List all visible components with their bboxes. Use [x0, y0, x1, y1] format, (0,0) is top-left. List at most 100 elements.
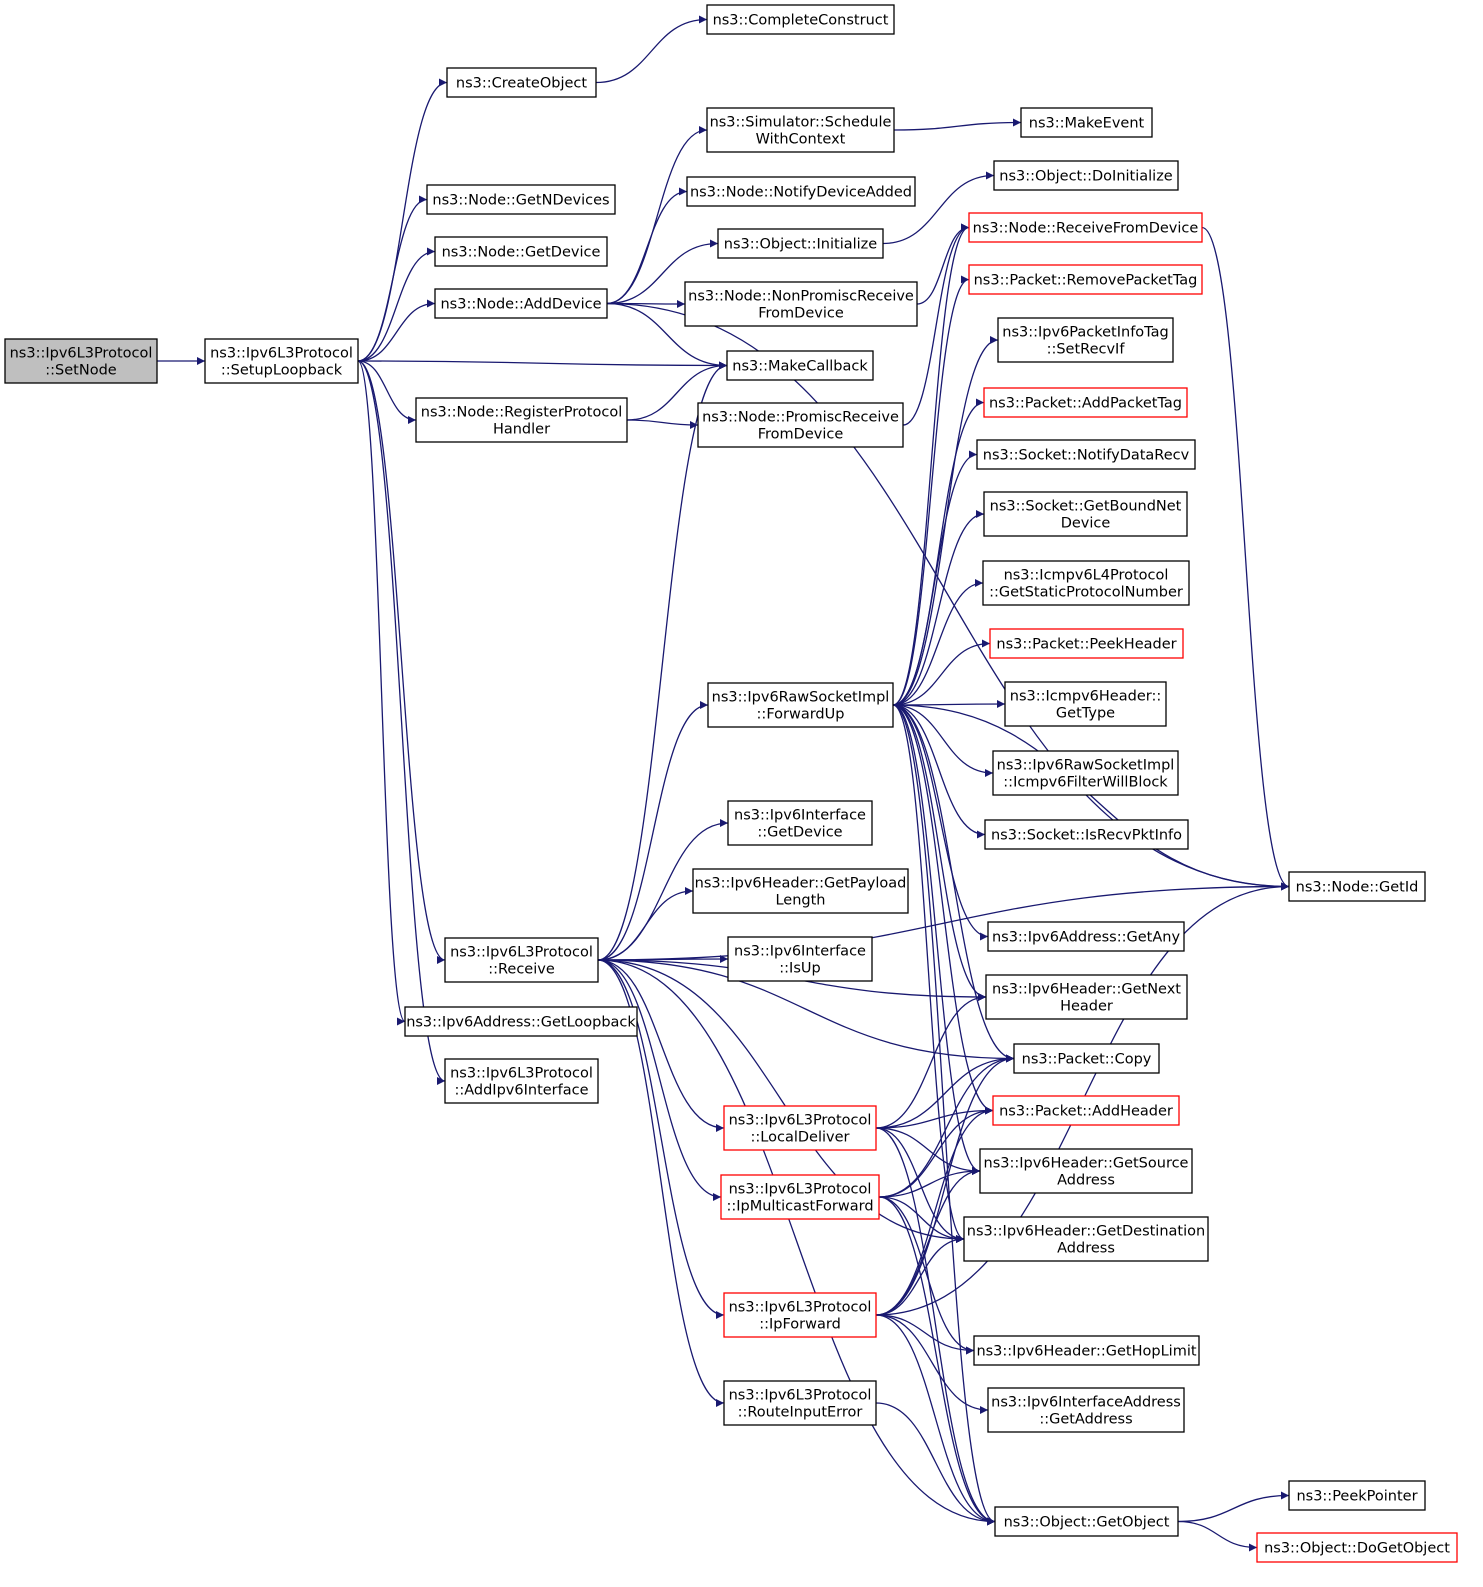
node-isup[interactable]: ns3::Ipv6Interface::IsUp [727, 936, 873, 982]
node-label: ns3::Ipv6L3Protocol [729, 1388, 872, 1404]
node-box [973, 1335, 1200, 1366]
node-ifaddrgetaddress[interactable]: ns3::Ipv6InterfaceAddress::GetAddress [987, 1387, 1185, 1433]
node-peekheader[interactable]: ns3::Packet::PeekHeader [989, 628, 1184, 659]
node-getdevice[interactable]: ns3::Node::GetDevice [434, 236, 608, 267]
node-label: ns3::Ipv6L3Protocol [450, 1066, 593, 1082]
node-addpackettag[interactable]: ns3::Packet::AddPacketTag [983, 387, 1188, 418]
node-forwardup[interactable]: ns3::Ipv6RawSocketImpl::ForwardUp [707, 682, 894, 728]
node-receivefromdevice[interactable]: ns3::Node::ReceiveFromDevice [968, 212, 1203, 243]
node-label: ns3::Socket::NotifyDataRecv [983, 448, 1190, 464]
node-box [444, 937, 599, 983]
node-box [720, 1174, 880, 1220]
node-label: ns3::CompleteConstruct [713, 13, 889, 29]
edge-forwardup-to-receivefromdevice [892, 223, 970, 706]
node-label: ns3::Ipv6L3Protocol [729, 1300, 872, 1316]
node-ifgetdevice[interactable]: ns3::Ipv6Interface::GetDevice [727, 800, 873, 846]
node-peekpointer[interactable]: ns3::PeekPointer [1288, 1480, 1426, 1511]
node-label: ns3::Ipv6Address::GetLoopback [406, 1015, 636, 1031]
edge-setuploopback-to-makecallback [357, 360, 728, 370]
node-getany[interactable]: ns3::Ipv6Address::GetAny [987, 921, 1185, 952]
edge-schedulewithcontext-to-makeevent [893, 118, 1022, 131]
node-dogetobject[interactable]: ns3::Object::DoGetObject [1256, 1532, 1458, 1563]
node-label: ns3::Packet::AddHeader [999, 1104, 1173, 1120]
node-routeinputerror[interactable]: ns3::Ipv6L3Protocol::RouteInputError [723, 1380, 877, 1426]
node-packetcopy[interactable]: ns3::Packet::Copy [1013, 1043, 1160, 1074]
node-getndevices[interactable]: ns3::Node::GetNDevices [426, 184, 616, 215]
node-label: ns3::Object::GetObject [1004, 1515, 1170, 1531]
node-box [444, 1058, 599, 1104]
node-gettype[interactable]: ns3::Icmpv6Header::GetType [1004, 681, 1167, 727]
node-ipforward[interactable]: ns3::Ipv6L3Protocol::IpForward [723, 1292, 877, 1338]
edge-forwardup-to-peekheader [892, 639, 991, 706]
node-addipv6interface[interactable]: ns3::Ipv6L3Protocol::AddIpv6Interface [444, 1058, 599, 1104]
node-box [994, 1506, 1179, 1537]
node-addheader[interactable]: ns3::Packet::AddHeader [992, 1095, 1180, 1126]
node-box [404, 1006, 638, 1037]
node-receive[interactable]: ns3::Ipv6L3Protocol::Receive [444, 937, 599, 983]
edge-forwardup-to-addpackettag [892, 398, 985, 706]
node-box [707, 682, 894, 728]
node-makecallback[interactable]: ns3::MakeCallback [726, 350, 874, 381]
node-notifydatarecv[interactable]: ns3::Socket::NotifyDataRecv [976, 439, 1196, 470]
node-objinitialize[interactable]: ns3::Object::Initialize [717, 228, 884, 259]
node-localdeliver[interactable]: ns3::Ipv6L3Protocol::LocalDeliver [723, 1105, 877, 1151]
edge-adddevice-to-notifydeviceadded [606, 187, 688, 305]
edge-receive-to-getpayloadlength [597, 887, 694, 961]
node-isrecvpktinfo[interactable]: ns3::Socket::IsRecvPktInfo [984, 819, 1189, 850]
node-label: ns3::Ipv6L3Protocol [210, 346, 353, 362]
edge-registerprotocolhandler-to-promisc [626, 419, 699, 429]
node-notifydeviceadded[interactable]: ns3::Node::NotifyDeviceAdded [686, 176, 916, 207]
edge-localdeliver-to-getsourceaddress [875, 1127, 981, 1175]
node-box [968, 264, 1203, 295]
edge-localdeliver-to-addheader [875, 1106, 994, 1129]
edge-receive-to-forwardup [597, 701, 709, 961]
node-makeevent[interactable]: ns3::MakeEvent [1020, 107, 1153, 138]
node-box [984, 819, 1189, 850]
node-setuploopback[interactable]: ns3::Ipv6L3Protocol::SetupLoopback [204, 338, 359, 384]
node-nodegetid[interactable]: ns3::Node::GetId [1288, 871, 1426, 902]
node-createobject[interactable]: ns3::CreateObject [446, 67, 597, 98]
node-completeconstruct[interactable]: ns3::CompleteConstruct [706, 4, 895, 35]
node-removepackettag[interactable]: ns3::Packet::RemovePacketTag [968, 264, 1203, 295]
edge-routeinputerror-to-getobject [875, 1402, 996, 1526]
node-box [723, 1380, 877, 1426]
node-getobject[interactable]: ns3::Object::GetObject [994, 1506, 1179, 1537]
node-label: ns3::Node::AddDevice [440, 297, 601, 313]
edge-localdeliver-to-packetcopy [875, 1054, 1015, 1129]
node-label: ns3::Ipv6InterfaceAddress [991, 1395, 1181, 1411]
node-label: WithContext [756, 132, 846, 148]
edge-setuploopback-to-getndevices [357, 195, 428, 362]
node-box [415, 397, 628, 443]
node-label: ns3::Packet::PeekHeader [996, 637, 1176, 653]
node-label: GetType [1056, 706, 1115, 722]
node-box [982, 560, 1190, 606]
node-getstaticprotocolnumber[interactable]: ns3::Icmpv6L4Protocol::GetStaticProtocol… [982, 560, 1190, 606]
node-label: ns3::PeekPointer [1296, 1489, 1417, 1505]
node-label: ::IpMulticastForward [726, 1199, 873, 1215]
node-label: ns3::Node::NonPromiscReceive [688, 289, 914, 305]
node-getloopback[interactable]: ns3::Ipv6Address::GetLoopback [404, 1006, 638, 1037]
node-setrecvif[interactable]: ns3::Ipv6PacketInfoTag::SetRecvIf [997, 317, 1174, 363]
node-label: ::IpForward [759, 1317, 841, 1333]
node-gethoplimit[interactable]: ns3::Ipv6Header::GetHopLimit [973, 1335, 1200, 1366]
node-doinitialize[interactable]: ns3::Object::DoInitialize [993, 160, 1179, 191]
edge-forwardup-to-addheader [892, 704, 994, 1115]
node-adddevice[interactable]: ns3::Node::AddDevice [434, 288, 608, 319]
node-label: ns3::MakeEvent [1029, 116, 1145, 132]
node-ipmulticastforward[interactable]: ns3::Ipv6L3Protocol::IpMulticastForward [720, 1174, 880, 1220]
edge-promisc-to-receivefromdevice [902, 223, 970, 426]
node-label: ns3::MakeCallback [732, 359, 868, 375]
node-icmpv6filterwillblock[interactable]: ns3::Ipv6RawSocketImpl::Icmpv6FilterWill… [992, 750, 1179, 796]
edge-forwardup-to-getsourceaddress [892, 704, 981, 1175]
node-setnode[interactable]: ns3::Ipv6L3Protocol::SetNode [4, 338, 158, 384]
